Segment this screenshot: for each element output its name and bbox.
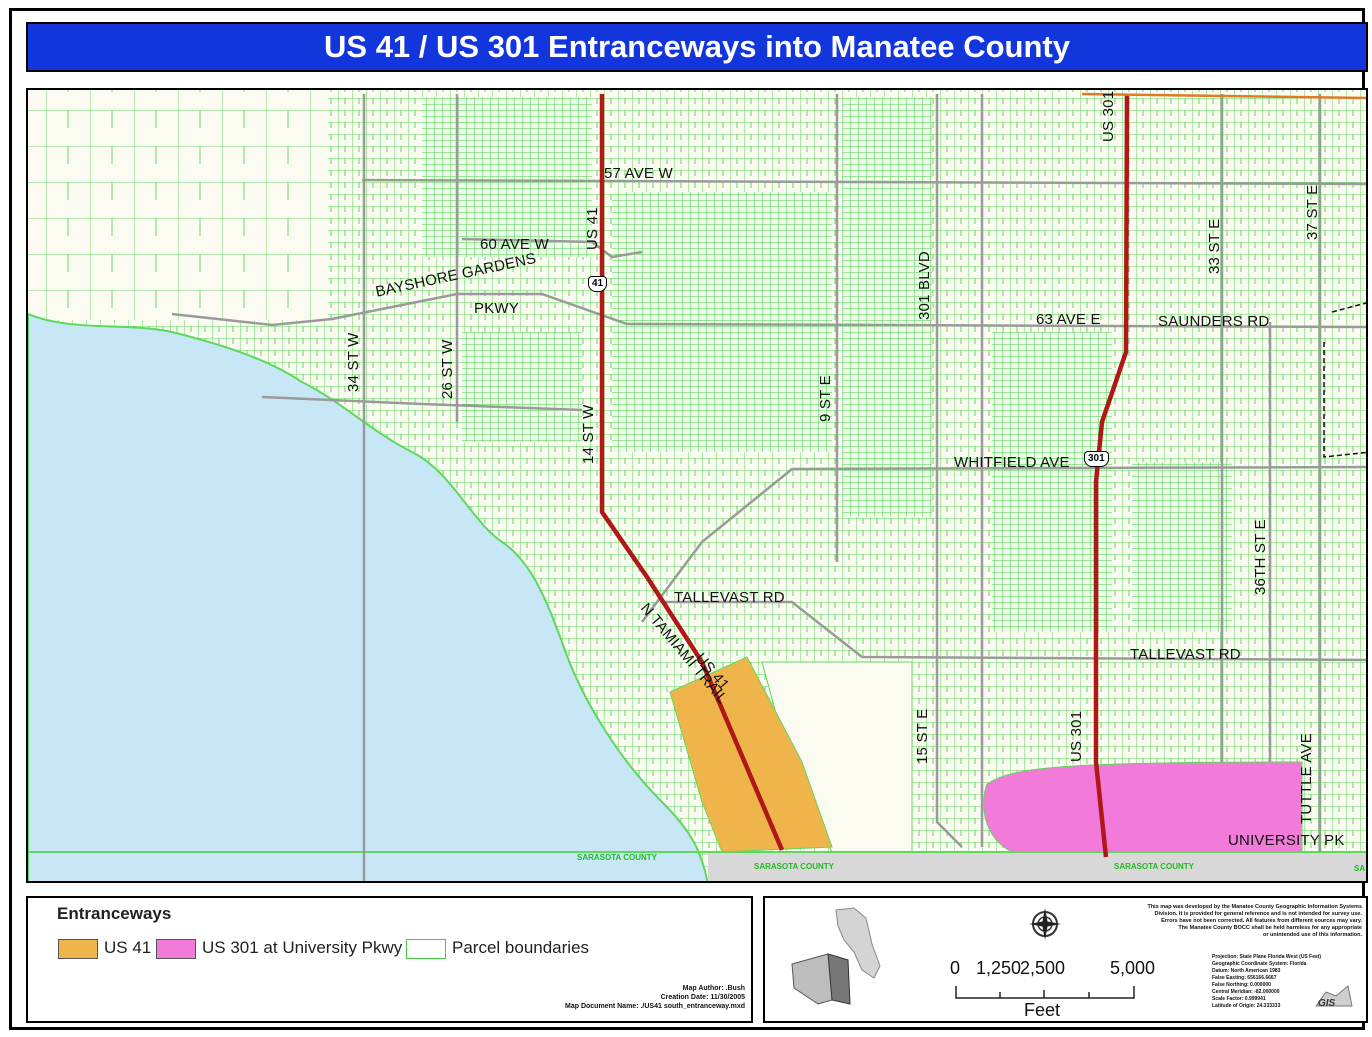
map-canvas[interactable] [28,90,1368,883]
legend-swatch-parcels [406,938,446,959]
county-label: SARASOTA COUNTY [1114,862,1194,871]
parcels-dense-4 [992,332,1112,632]
projection-info: Projection: State Plane Florida West (US… [1212,954,1332,1010]
road-label: 34 ST W [345,332,362,392]
road-label: TALLEVAST RD [1130,646,1241,663]
road-label: 60 AVE W [480,236,549,253]
map-document-name: Map Document Name: ./US41 south_entrance… [565,1003,745,1010]
legend-item-parcels: Parcel boundaries [406,938,589,959]
disclaimer-line: This map was developed by the Manatee Co… [1147,904,1362,910]
legend-swatch-us301 [156,938,196,959]
road-network [171,94,1366,881]
water-bay [28,312,709,881]
road-label: 26 ST W [439,339,456,399]
orange-highway [1081,92,1366,100]
disclaimer-line: Division. It is provided for general ref… [1154,911,1362,917]
county-label: SA [1354,864,1366,873]
projection-line: Geographic Coordinate System: Florida [1212,961,1307,967]
scale-bar [955,986,1135,999]
north-arrow-icon [1028,907,1062,941]
us-highway-shield-icon: 41 [588,276,608,292]
parcels-dense-5 [1132,462,1232,632]
legend-heading: Entranceways [57,904,172,923]
road-label: 301 BLVD [916,251,933,320]
city-boundary [1323,302,1366,458]
projection-line: False Northing: 0.000000 [1212,982,1271,988]
parcels-dense-3 [842,97,932,517]
road-label: US 41 [584,207,601,250]
road-label: 15 ST E [914,708,931,764]
road-label: UNIVERSITY PK [1228,832,1345,849]
legend-label: Parcel boundaries [452,938,590,957]
parcels-west [28,90,328,320]
gis-logo: GIS [1312,980,1356,1016]
road-label: 14 ST W [580,404,597,464]
disclaimer-line: or unintended use of this information. [1263,932,1362,938]
gis-logo-text: GIS [1318,998,1336,1009]
us301-zone [983,761,1303,853]
scale-label-2500: 2,500 [1020,958,1066,978]
legend-panel [26,896,753,1023]
disclaimer-text: This map was developed by the Manatee Co… [1104,904,1362,939]
map-title: US 41 / US 301 Entranceways into Manatee… [26,22,1368,72]
legend-swatch-us41 [58,938,98,959]
projection-line: Scale Factor: 0.999941 [1212,996,1266,1002]
legend-item-us41: US 41 [58,938,151,959]
scale-unit: Feet [1024,1000,1061,1020]
road-label: 33 ST E [1206,218,1223,274]
scale-label-0: 0 [950,958,961,978]
road-label: TUTTLE AVE [1298,733,1315,824]
road-label: 37 ST E [1304,184,1321,240]
road-label: PKWY [474,300,519,317]
parcels-dense-6 [462,332,582,442]
projection-line: Datum: North American 1983 [1212,968,1281,974]
projection-line: Latitude of Origin: 24.333333 [1212,1003,1281,1009]
road-label: US 301 [1100,90,1117,142]
florida-locator-map [791,907,881,1005]
creation-date: Creation Date: 11/30/2005 [660,994,745,1001]
projection-line: Projection: State Plane Florida West (US… [1212,954,1322,960]
county-label: SARASOTA COUNTY [577,853,657,862]
scale-label-1250: 1,250 [976,958,1022,978]
projection-line: Central Meridian: -82.000000 [1212,989,1280,995]
us41-highway [599,94,785,851]
scale-label-5000: 5,000 [1110,958,1156,978]
projection-line: False Easting: 656166.6667 [1212,975,1277,981]
road-label: TALLEVAST RD [674,589,785,606]
road-label: 57 AVE W [604,165,673,182]
road-label: 36TH ST E [1252,519,1269,595]
road-label: WHITFIELD AVE [954,454,1070,471]
legend-item-us301: US 301 at University Pkwy [156,938,402,959]
road-label: 9 ST E [817,375,834,422]
disclaimer-line: The Manatee County BOCC shall be held ha… [1178,925,1362,931]
us-highway-shield-icon: 301 [1084,451,1109,467]
legend-label: US 41 [104,938,152,957]
parcels-dense-2 [612,192,832,452]
legend-label: US 301 at University Pkwy [202,938,403,957]
map-author: Map Author: .Bush [682,985,745,992]
road-label: SAUNDERS RD [1158,313,1270,330]
us41-zone [669,656,833,853]
parcels-dense-1 [422,97,592,257]
disclaimer-line: Errors have not been corrected. All feat… [1161,918,1362,924]
road-label: 63 AVE E [1036,311,1101,328]
county-label: SARASOTA COUNTY [754,862,834,871]
sarasota-county-area [708,852,1366,881]
road-label: US 301 [1068,710,1085,762]
